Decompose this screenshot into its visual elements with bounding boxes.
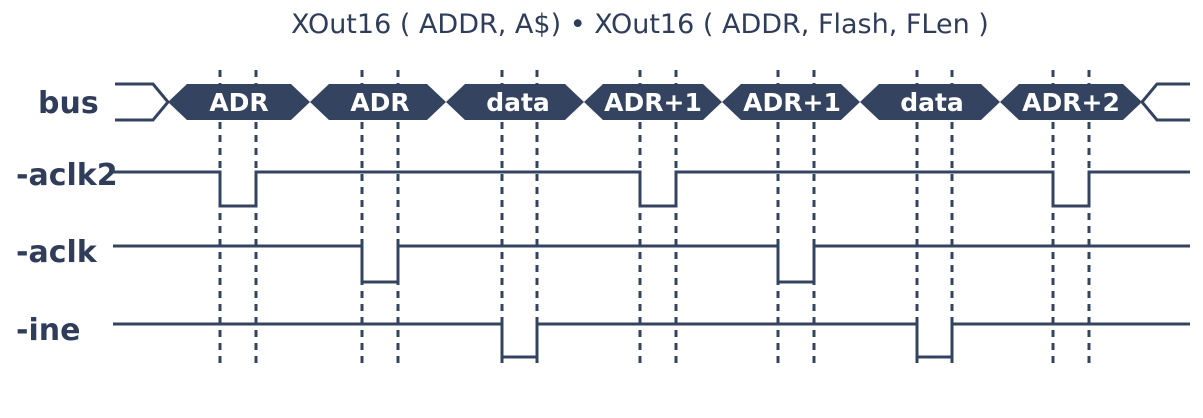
signal-label-ine: -ine (16, 313, 80, 348)
bus-segment (310, 84, 446, 120)
bus-left-end (115, 82, 170, 122)
bus-segment (446, 84, 584, 120)
signal-label-aclk: -aclk (16, 235, 98, 270)
bus-segment-label: ADR (209, 88, 268, 117)
bus-segment (1000, 84, 1142, 120)
diagram-title: XOut16 ( ADDR, A$) • XOut16 ( ADDR, Flas… (291, 9, 989, 40)
bus-segment-label: ADR+1 (604, 88, 702, 117)
aclk-waveform (113, 244, 1190, 284)
signal-label-bus: bus (38, 86, 99, 121)
bus-segment-label: ADR+1 (743, 88, 841, 117)
bus-segment-label: data (486, 88, 550, 117)
bus-right-end (1140, 82, 1190, 122)
bus-segment-label: ADR+2 (1022, 88, 1120, 117)
aclk2-waveform (113, 170, 1190, 208)
bus-segment (722, 84, 860, 120)
ine-waveform (113, 322, 1190, 359)
bus-segment (584, 84, 722, 120)
bus-segment-label: data (900, 88, 964, 117)
bus-segment (168, 84, 310, 120)
bus-segment (860, 84, 1000, 120)
timing-markers (218, 70, 1091, 368)
bus-segments: ADR ADR data ADR+1 ADR+1 data ADR+2 (168, 84, 1142, 120)
signal-label-aclk2: -aclk2 (16, 158, 118, 193)
bus-segment-label: ADR (350, 88, 409, 117)
